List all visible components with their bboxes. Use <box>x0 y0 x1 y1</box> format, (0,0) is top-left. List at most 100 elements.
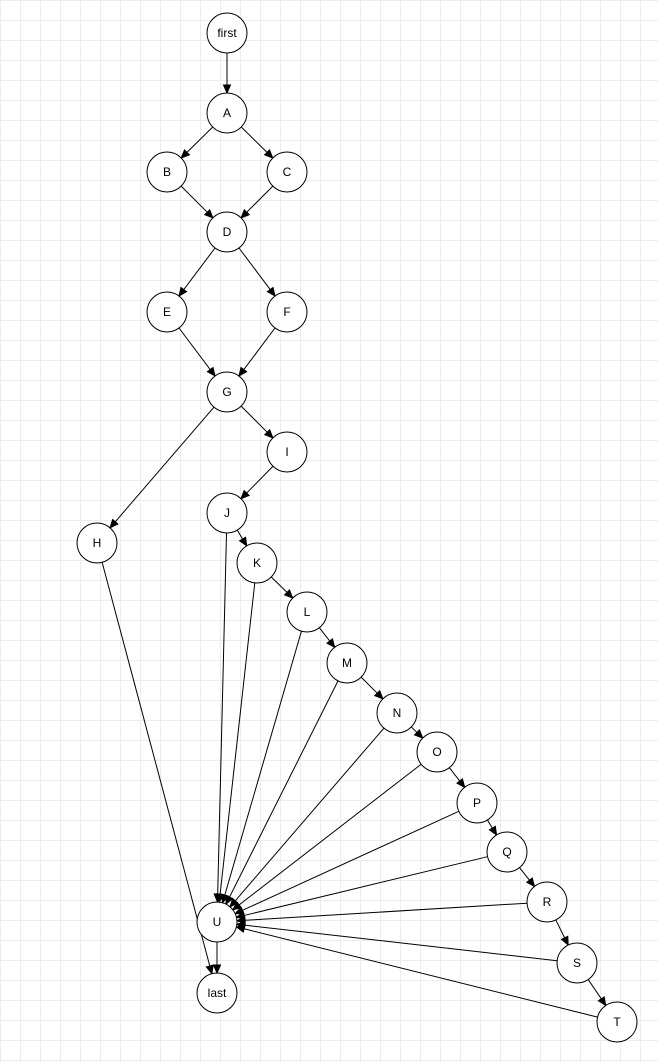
node-I[interactable]: I <box>266 431 308 473</box>
arrow-head <box>206 366 216 377</box>
node-label: H <box>93 536 102 550</box>
node-G[interactable]: G <box>206 371 248 413</box>
node-D[interactable]: D <box>206 211 248 253</box>
edge-line <box>244 902 528 921</box>
node-circle <box>266 291 308 333</box>
edge-line <box>224 631 302 896</box>
edge-line <box>487 819 493 829</box>
edge-line <box>219 582 256 895</box>
node-label: L <box>304 605 311 619</box>
node-P[interactable]: P <box>456 782 498 824</box>
node-K[interactable]: K <box>236 542 278 584</box>
arrow-head <box>235 924 246 934</box>
node-label: D <box>223 225 232 239</box>
edge-line <box>243 327 276 370</box>
edge-D-to-F <box>238 247 276 297</box>
node-label: A <box>223 106 231 120</box>
node-circle <box>236 542 278 584</box>
arrow-head <box>240 208 251 219</box>
node-T[interactable]: T <box>596 1001 638 1043</box>
node-circle <box>266 431 308 473</box>
node-M[interactable]: M <box>326 642 368 684</box>
node-circle <box>326 642 368 684</box>
edge-line <box>240 405 268 433</box>
node-circle <box>196 901 238 943</box>
node-S[interactable]: S <box>556 942 598 984</box>
arrow-head <box>205 964 214 975</box>
node-label: J <box>224 506 230 520</box>
edge-P-to-Q <box>487 819 498 837</box>
node-label: R <box>543 895 552 909</box>
edge-line <box>186 126 214 153</box>
node-circle <box>486 831 528 873</box>
node-A[interactable]: A <box>206 92 248 134</box>
edge-line <box>270 576 288 593</box>
edge-T-to-U <box>235 924 598 1018</box>
edge-E-to-G <box>178 327 216 377</box>
node-H[interactable]: H <box>76 522 118 564</box>
node-last[interactable]: last <box>196 972 238 1014</box>
node-label: T <box>613 1015 621 1029</box>
node-C[interactable]: C <box>266 151 308 193</box>
edge-line <box>180 185 208 213</box>
arrow-head <box>225 894 234 906</box>
node-circle <box>556 942 598 984</box>
edge-F-to-G <box>238 327 276 377</box>
edge-line <box>244 928 598 1018</box>
arrow-head <box>231 901 243 911</box>
node-J[interactable]: J <box>206 492 248 534</box>
edge-A-to-B <box>180 126 214 159</box>
node-circle <box>416 731 458 773</box>
node-F[interactable]: F <box>266 291 308 333</box>
node-circle <box>206 211 248 253</box>
edge-line <box>242 810 460 911</box>
edge-Q-to-U <box>235 856 488 920</box>
node-circle <box>286 591 328 633</box>
node-U[interactable]: U <box>196 901 238 943</box>
edge-line <box>244 924 558 962</box>
edge-S-to-T <box>587 979 607 1007</box>
arrow-head <box>373 689 384 700</box>
edge-line <box>101 562 211 967</box>
node-label: last <box>208 986 227 1000</box>
node-N[interactable]: N <box>376 692 418 734</box>
node-label: K <box>253 556 261 570</box>
node-R[interactable]: R <box>526 881 568 923</box>
node-O[interactable]: O <box>416 731 458 773</box>
node-circle <box>266 151 308 193</box>
node-E[interactable]: E <box>146 291 188 333</box>
edge-M-to-N <box>360 676 384 700</box>
edge-C-to-D <box>240 185 274 219</box>
node-label: B <box>163 165 171 179</box>
node-L[interactable]: L <box>286 591 328 633</box>
edge-line <box>587 979 602 1000</box>
edge-line <box>555 919 566 939</box>
arrow-head <box>263 148 274 159</box>
edges-layer <box>101 53 607 1018</box>
edge-line <box>238 763 422 906</box>
edge-line <box>178 327 211 370</box>
edge-U-to-last <box>212 942 222 975</box>
node-B[interactable]: B <box>146 151 188 193</box>
node-circle <box>206 371 248 413</box>
edge-line <box>318 627 331 642</box>
edge-line <box>246 185 274 213</box>
arrow-head <box>488 825 498 837</box>
edge-L-to-M <box>318 627 336 649</box>
node-first[interactable]: first <box>206 12 248 54</box>
arrow-head <box>238 366 248 377</box>
edge-line <box>519 867 530 881</box>
arrow-head <box>597 996 607 1007</box>
edge-O-to-U <box>231 763 422 911</box>
arrow-head <box>283 589 294 599</box>
arrow-head <box>180 148 191 159</box>
node-Q[interactable]: Q <box>486 831 528 873</box>
node-label: C <box>283 165 292 179</box>
node-label: N <box>393 706 402 720</box>
node-label: O <box>432 745 441 759</box>
edge-line <box>236 529 244 540</box>
edge-M-to-U <box>225 680 339 906</box>
edge-line <box>360 676 378 694</box>
